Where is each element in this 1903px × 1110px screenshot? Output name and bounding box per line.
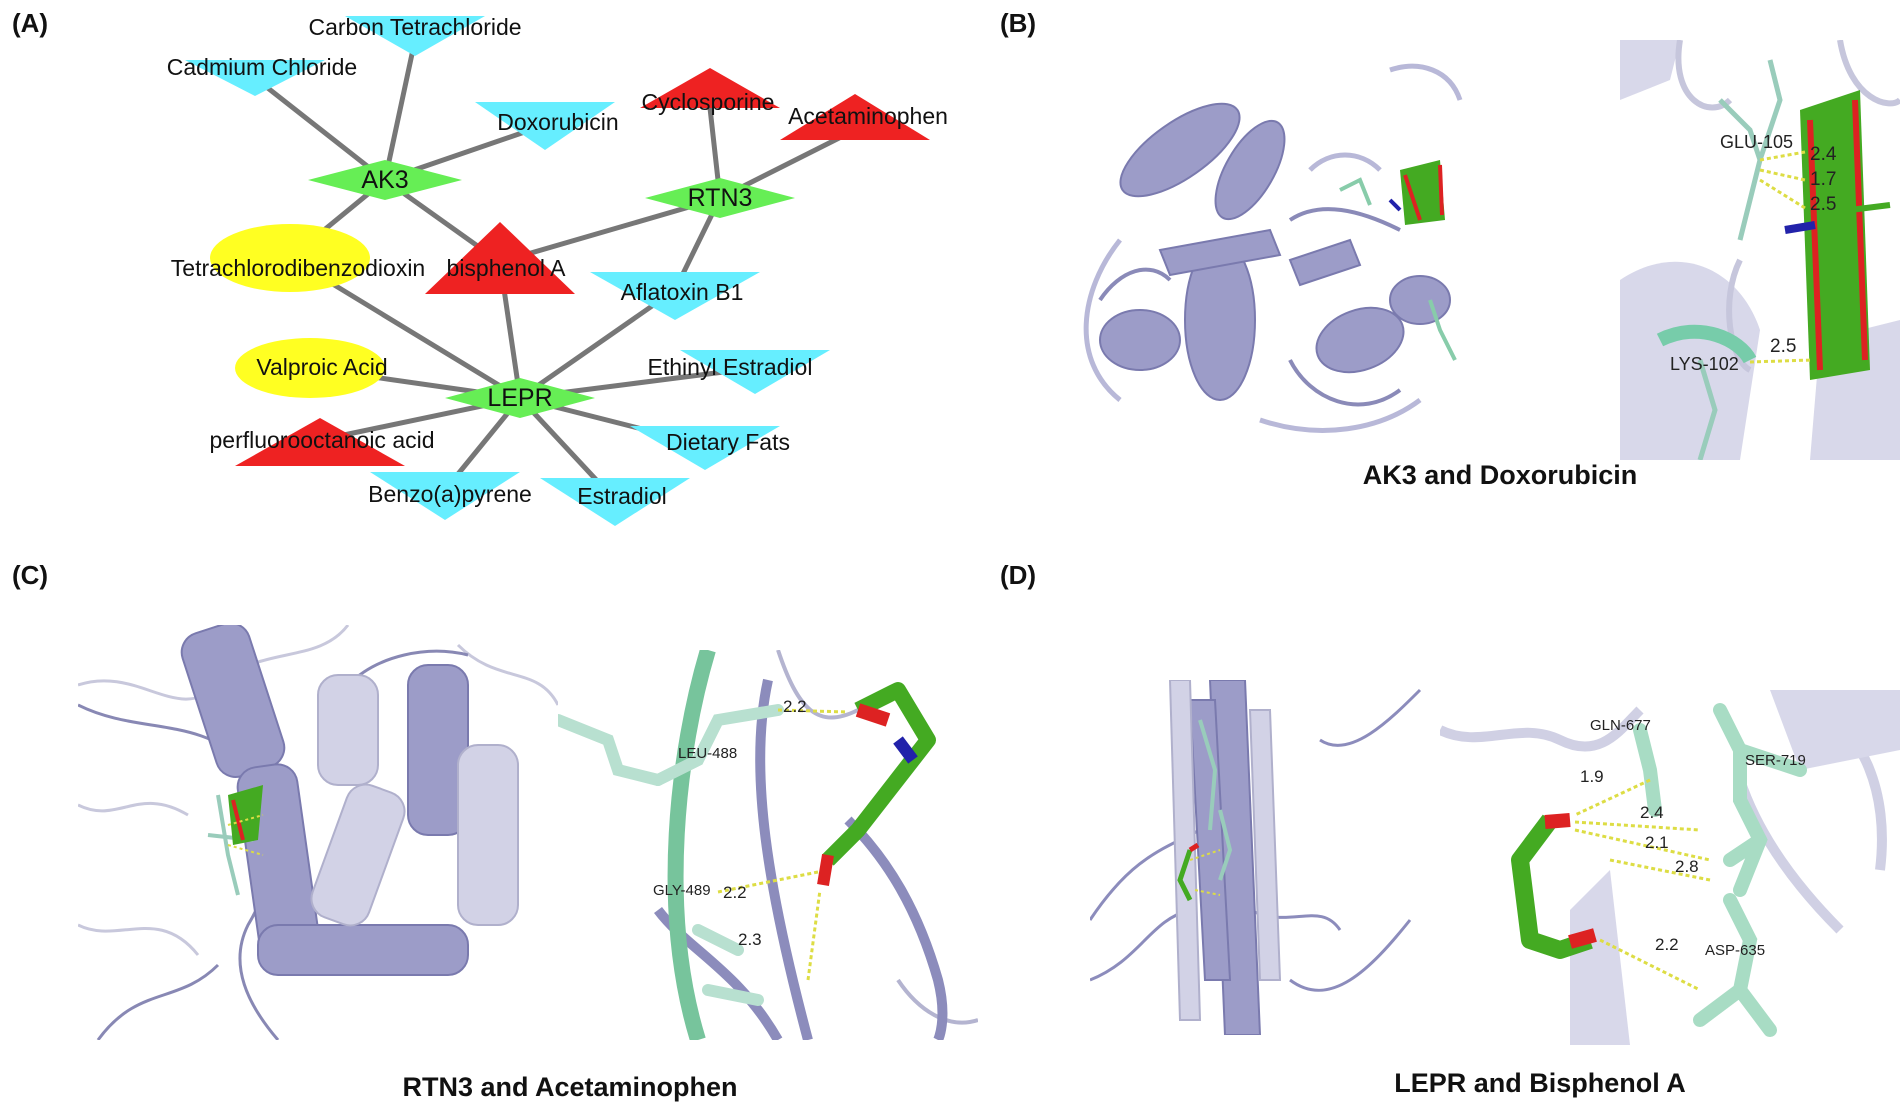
chemical-label: Aflatoxin B1 bbox=[621, 279, 744, 305]
distance-label: 2.2 bbox=[723, 883, 747, 902]
node-pfoa bbox=[235, 418, 405, 466]
node-carbon-tetrachloride bbox=[345, 16, 485, 56]
node-dietary bbox=[630, 426, 780, 470]
panel-b-caption: AK3 and Doxorubicin bbox=[1362, 460, 1638, 490]
node-estradiol bbox=[540, 478, 690, 526]
node-rtn3 bbox=[645, 178, 795, 218]
edge-rtn3-bisphenol bbox=[497, 195, 723, 265]
distance-label: 2.2 bbox=[783, 697, 807, 716]
panel-label-c: (C) bbox=[12, 560, 49, 590]
chemical-label: Cadmium Chloride bbox=[167, 54, 357, 80]
node-cyclosporine bbox=[640, 68, 780, 108]
distance-label: 2.4 bbox=[1810, 144, 1837, 165]
chemical-label: Benzo(a)pyrene bbox=[368, 481, 532, 507]
distance-label: 2.8 bbox=[1675, 857, 1699, 876]
chemical-label: Valproic Acid bbox=[256, 354, 387, 380]
node-ethinyl bbox=[680, 350, 830, 394]
chemical-label: Carbon Tetrachloride bbox=[308, 14, 521, 40]
hub-label: RTN3 bbox=[688, 184, 753, 212]
residue-label: GLU-105 bbox=[1720, 132, 1793, 152]
distance-label: 2.2 bbox=[1655, 935, 1679, 954]
residue-label: LYS-102 bbox=[1670, 354, 1739, 374]
node-ak3 bbox=[308, 160, 462, 200]
distance-label: 1.7 bbox=[1810, 169, 1836, 190]
panel-label-d: (D) bbox=[1000, 560, 1037, 590]
docking-structure-rtn3-closeup: LEU-488 GLY-489 2.2 2.2 2.3 bbox=[558, 650, 978, 1040]
residue-label: LEU-488 bbox=[678, 745, 737, 762]
node-tcdd bbox=[210, 224, 370, 292]
chemical-label: Acetaminophen bbox=[788, 103, 948, 129]
panel-label-a: (A) bbox=[12, 8, 49, 38]
chemical-label: perfluorooctanoic acid bbox=[209, 427, 434, 453]
distance-label: 2.1 bbox=[1645, 833, 1669, 852]
residue-label: GLY-489 bbox=[653, 882, 711, 899]
distance-label: 1.9 bbox=[1580, 767, 1604, 786]
chemical-label: Dietary Fats bbox=[666, 429, 790, 455]
chemical-label: Tetrachlorodibenzodioxin bbox=[171, 255, 425, 281]
node-doxorubicin bbox=[475, 102, 615, 150]
panel-d-caption: LEPR and Bisphenol A bbox=[1394, 1068, 1686, 1098]
node-acetaminophen bbox=[780, 94, 930, 140]
edge-lepr-aflatoxin bbox=[517, 287, 678, 401]
node-benzo bbox=[370, 472, 520, 520]
panel-c-caption: RTN3 and Acetaminophen bbox=[402, 1072, 738, 1102]
panel-label-b: (B) bbox=[1000, 8, 1037, 38]
node-cadmium-chloride bbox=[185, 60, 325, 96]
docking-structure-ak3-closeup: GLU-105 LYS-102 2.4 1.7 2.5 2.5 bbox=[1620, 40, 1900, 460]
node-bisphenol bbox=[425, 222, 575, 294]
chemical-label: bisphenol A bbox=[447, 255, 567, 281]
hub-label: LEPR bbox=[487, 384, 552, 412]
node-aflatoxin bbox=[590, 272, 760, 320]
docking-structure-lepr-overview bbox=[1090, 680, 1430, 1035]
node-valproic bbox=[235, 338, 385, 398]
residue-label: ASP-635 bbox=[1705, 942, 1765, 959]
distance-label: 2.5 bbox=[1770, 336, 1796, 357]
distance-label: 2.4 bbox=[1640, 803, 1664, 822]
distance-label: 2.5 bbox=[1810, 194, 1836, 215]
docking-structure-rtn3-overview bbox=[78, 625, 558, 1040]
docking-structure-lepr-closeup: GLN-677 SER-719 ASP-635 1.9 2.4 2.1 2.8 … bbox=[1440, 690, 1900, 1045]
hub-label: AK3 bbox=[361, 166, 408, 194]
distance-label: 2.3 bbox=[738, 930, 762, 949]
edge-ak3-carbon-tetrachloride bbox=[382, 37, 418, 183]
residue-label: SER-719 bbox=[1745, 752, 1806, 769]
network-diagram: AK3 RTN3 LEPR Carbon Tetrachloride Cadmi… bbox=[167, 14, 948, 526]
chemical-label: Ethinyl Estradiol bbox=[648, 354, 813, 380]
docking-structure-ak3-overview bbox=[1083, 63, 1463, 433]
edge-ak3-cadmium-chloride bbox=[252, 75, 388, 183]
chemical-label: Cyclosporine bbox=[642, 89, 775, 115]
chemical-label: Estradiol bbox=[577, 483, 666, 509]
residue-label: GLN-677 bbox=[1590, 717, 1651, 734]
chemical-label: Doxorubicin bbox=[497, 109, 618, 135]
node-lepr bbox=[445, 378, 595, 418]
